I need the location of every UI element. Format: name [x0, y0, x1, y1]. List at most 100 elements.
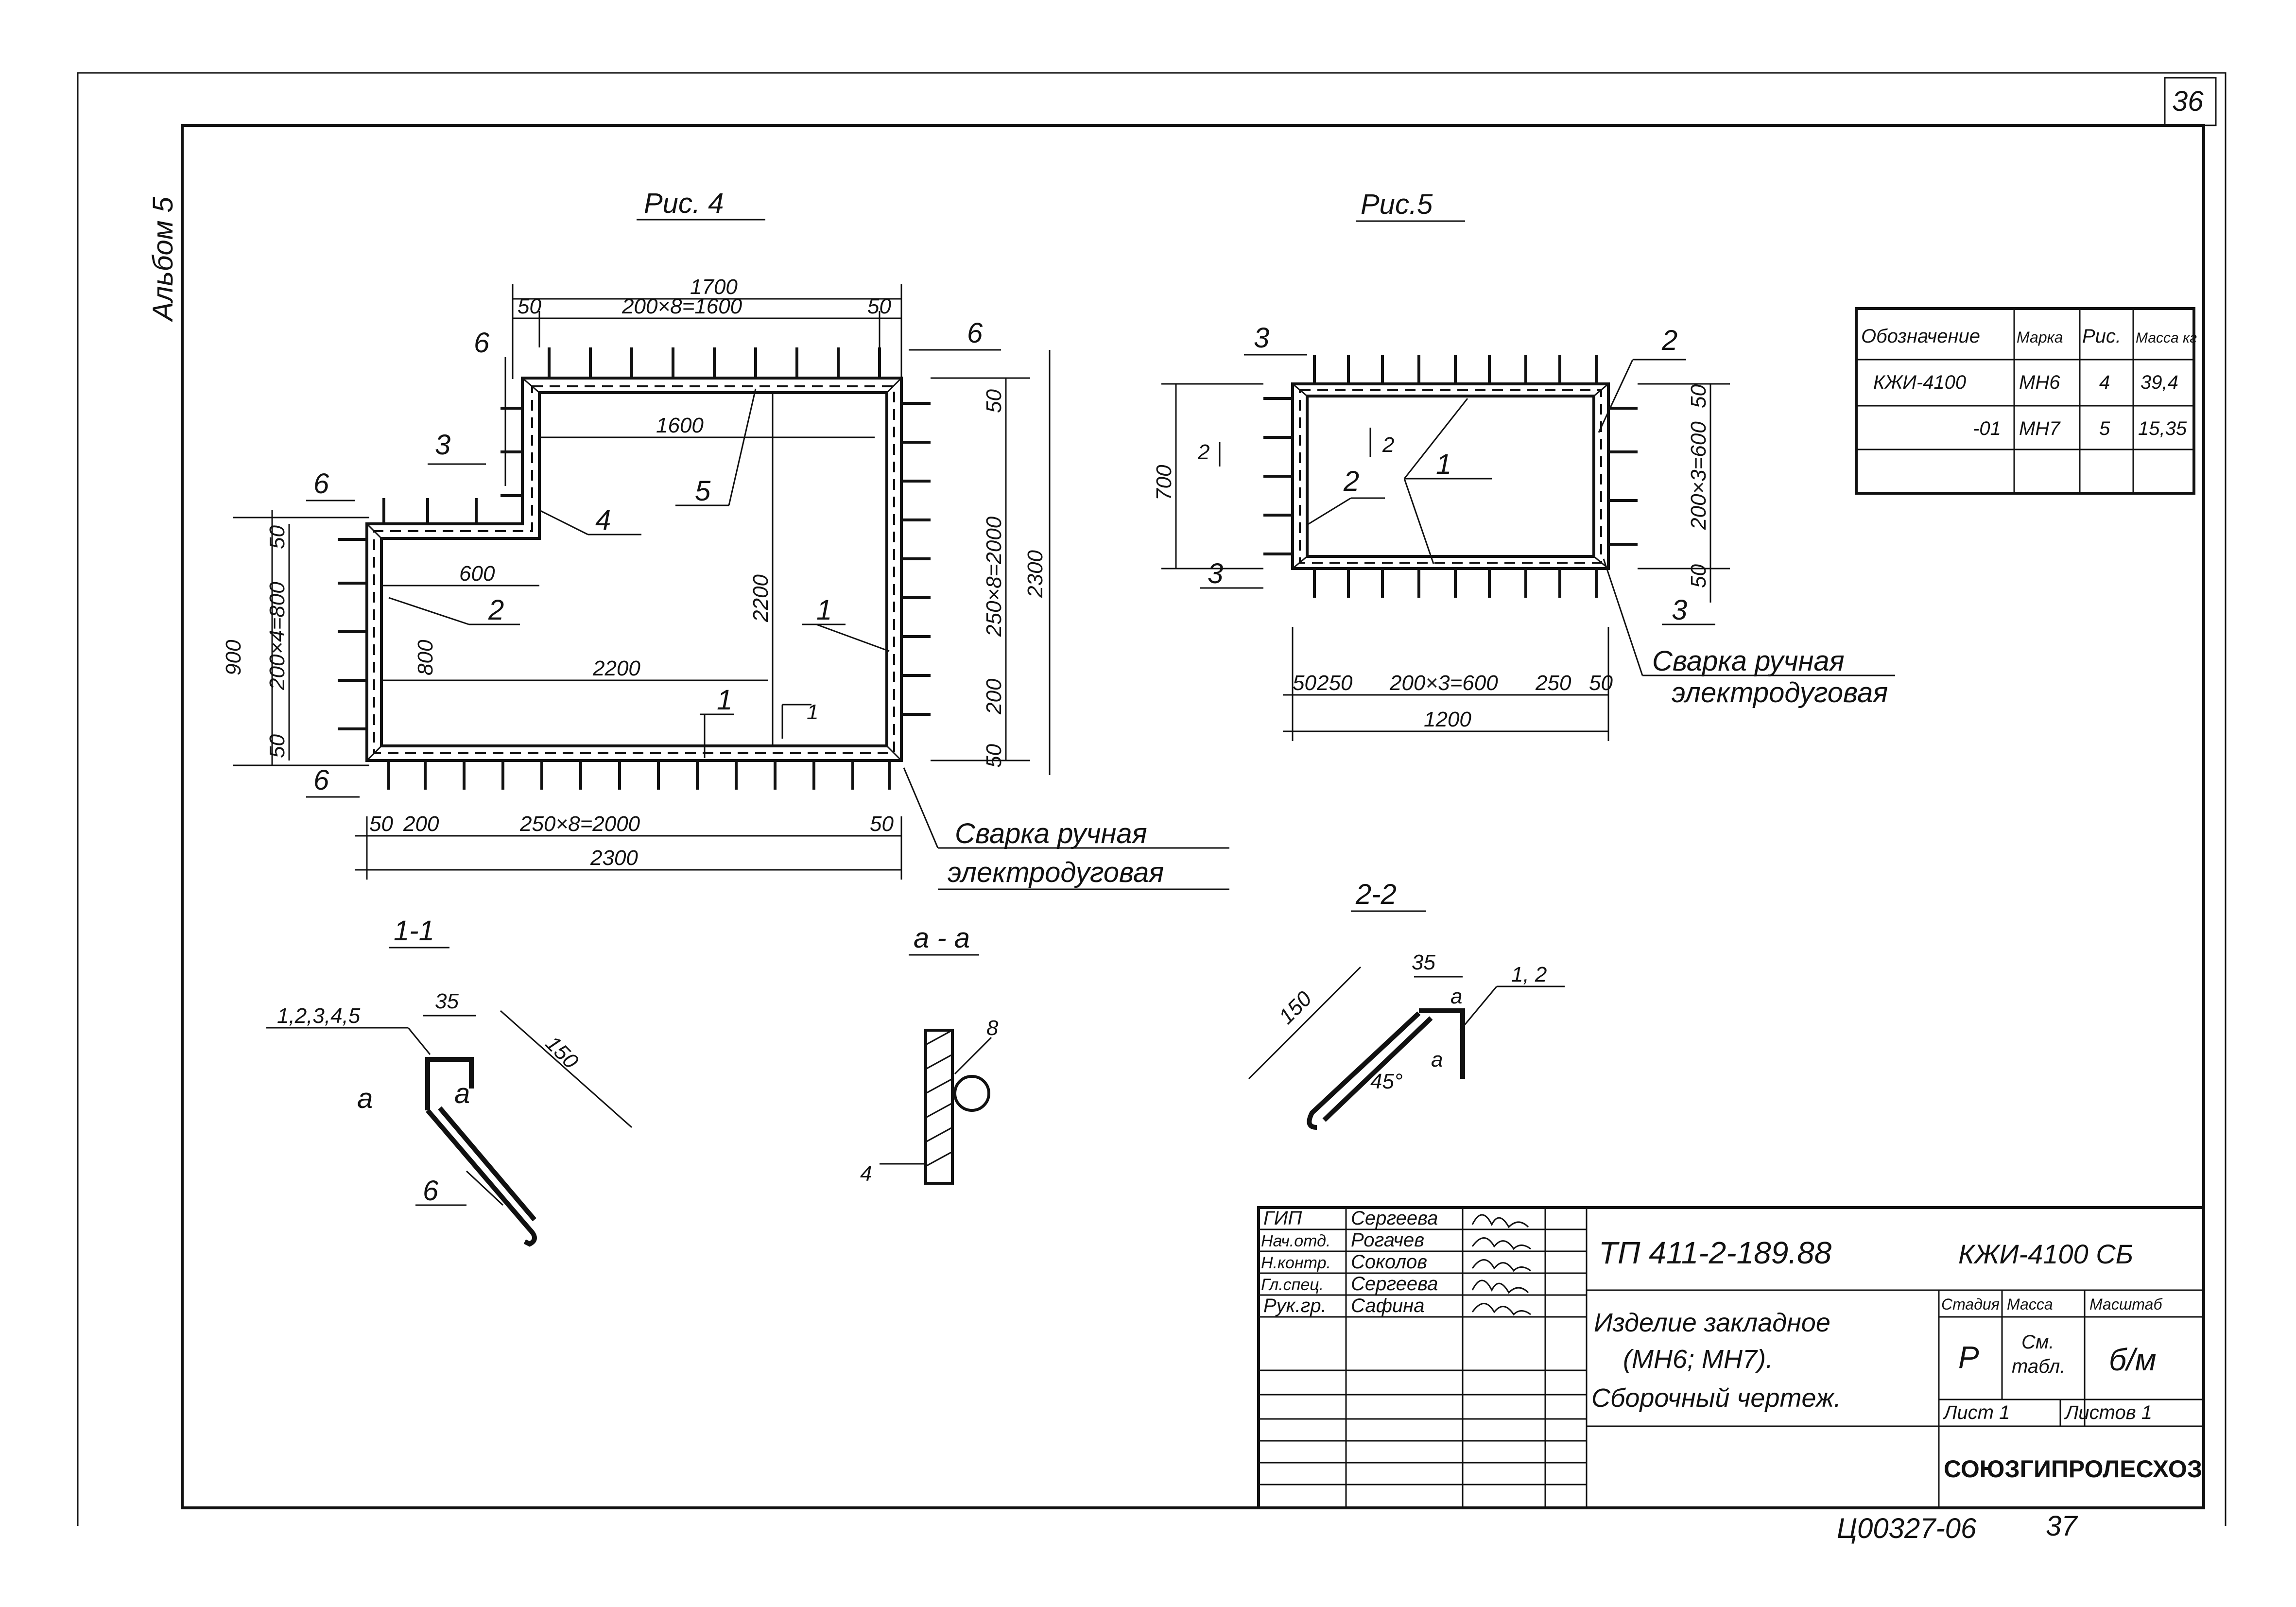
- fig4-dim-bot-50: 50: [369, 812, 393, 836]
- fig5-dim-bot-250: 250: [1316, 671, 1353, 695]
- fig5-dim-right-50-top: 50: [1687, 384, 1710, 408]
- fig5-mark-3-tl: 3: [1254, 322, 1269, 354]
- s11-title: 1-1: [394, 915, 434, 947]
- fig4-callout-5: 5: [695, 475, 711, 507]
- s22-150: 150: [1274, 986, 1316, 1029]
- fig4-dim-right-50-top: 50: [982, 389, 1006, 413]
- fig4-weld-line2: электродуговая: [948, 857, 1164, 888]
- s11-a2: а: [454, 1078, 470, 1109]
- saa-8: 8: [986, 1016, 999, 1040]
- fig4-dim-bot-total: 2300: [590, 846, 638, 870]
- fig4-dim-right-total: 2300: [1023, 550, 1047, 598]
- s11-a1: а: [357, 1083, 373, 1114]
- fig4-section-mark: 1: [807, 700, 818, 724]
- signatures: [1471, 1214, 1531, 1316]
- fig4-mark-6-left: 6: [313, 468, 329, 500]
- fig4-dim-right-sub: 250×8=2000: [982, 516, 1006, 637]
- spec-row2-fig: 5: [2099, 418, 2110, 439]
- fig4-inner-frame: [380, 391, 888, 747]
- spec-row2-mark: МН7: [2019, 418, 2061, 439]
- fig4-dim-left-sub: 200×4=800: [265, 582, 289, 691]
- spec-header-designation: Обозначение: [1861, 326, 1980, 347]
- fig5-dim-right-50-bottom: 50: [1687, 564, 1710, 588]
- saa-4: 4: [860, 1162, 872, 1186]
- tb-org: СОЮЗГИПРОЛЕСХОЗ: [1944, 1455, 2202, 1483]
- fig4-dim-left-50-bottom: 50: [265, 734, 289, 758]
- figure-4: Рис. 4: [222, 188, 1229, 890]
- page-number: 36: [2172, 86, 2204, 117]
- fig4-dim-inner-800: 800: [414, 639, 437, 675]
- fig4-callout-1b: 1: [717, 684, 732, 716]
- fig4-dim-right-50-bottom: 50: [982, 744, 1006, 768]
- fig4-mark-6-bottom-left: 6: [313, 764, 329, 796]
- tb-scale-label: Масштаб: [2089, 1296, 2162, 1313]
- fig4-dim-left-50-top: 50: [265, 525, 289, 549]
- spec-header-fig: Рис.: [2082, 326, 2121, 347]
- fig4-dim-inner-2200-v: 2200: [749, 574, 773, 622]
- fig5-dim-bot-50: 50: [1293, 671, 1316, 695]
- fig5-dim-bot-250-right: 250: [1535, 671, 1571, 695]
- fig4-mark-6-top-left: 6: [474, 327, 490, 359]
- tb-title-line1: Изделие закладное: [1594, 1308, 1830, 1337]
- fig4-dim-inner-600: 600: [459, 562, 495, 586]
- tb-name-4: Сергеева: [1351, 1273, 1438, 1295]
- s22-a2: а: [1431, 1048, 1443, 1071]
- fig5-anchors: [1263, 355, 1638, 598]
- fig4-dim-right-200: 200: [982, 678, 1006, 715]
- saa-title: а - а: [914, 922, 970, 954]
- s22-1-2: 1, 2: [1511, 963, 1547, 986]
- fig4-dim-top-sub: 200×8=1600: [621, 294, 742, 318]
- spec-table: Обозначение Марка Рис. Масса кг КЖИ-4100…: [1855, 307, 2197, 495]
- bottom-code: Ц00327-06: [1837, 1513, 1977, 1544]
- section-2-2: 2-2 150 35 1, 2 45° а а: [1248, 879, 1565, 1130]
- tb-mass-value-1: См.: [2021, 1331, 2054, 1353]
- tb-scale-value: б/м: [2109, 1342, 2157, 1377]
- tb-sheet-label: Лист 1: [1942, 1402, 2010, 1423]
- fig4-weld-line1: Сварка ручная: [955, 818, 1147, 849]
- s11-labels: 1,2,3,4,5: [277, 1004, 361, 1028]
- fig4-dim-top-left-50: 50: [518, 294, 541, 318]
- section-a-a: а - а 8 4: [860, 922, 999, 1186]
- spec-header-mark: Марка: [2017, 328, 2063, 346]
- tb-stage-value: Р: [1958, 1340, 1979, 1375]
- fig5-section-2b: 2: [1382, 433, 1394, 457]
- fig4-mark-3: 3: [435, 429, 450, 461]
- fig5-weld-line1: Сварка ручная: [1652, 645, 1845, 677]
- s22-title: 2-2: [1355, 879, 1397, 910]
- title-block: ГИП Нач.отд. Н.контр. Гл.спец. Рук.гр. С…: [1257, 1206, 2205, 1509]
- tb-stage-label: Стадия: [1941, 1296, 2000, 1313]
- spec-row1-designation: КЖИ-4100: [1873, 372, 1966, 393]
- spec-row2-designation: -01: [1973, 418, 2001, 439]
- fig4-dim-bot-sub: 250×8=2000: [519, 812, 640, 836]
- tb-name-1: Сергеева: [1351, 1208, 1438, 1229]
- tb-mass-label: Масса: [2007, 1296, 2053, 1313]
- spec-row2-mass: 15,35: [2138, 418, 2187, 439]
- tb-role-3: Н.контр.: [1261, 1254, 1331, 1272]
- fig5-mark-3-br: 3: [1672, 594, 1687, 626]
- fig4-dim-inner-2200-h: 2200: [592, 657, 640, 680]
- tb-mass-value-2: табл.: [2012, 1356, 2065, 1377]
- fig5-inner-frame: [1306, 395, 1595, 558]
- fig5-dim-bot-total: 1200: [1424, 708, 1471, 731]
- fig5-dim-bot-50-right: 50: [1589, 671, 1613, 695]
- fig5-title: Рис.5: [1361, 189, 1433, 220]
- fig4-dim-top-right-50: 50: [867, 294, 891, 318]
- fig5-dim-bot-sub: 200×3=600: [1389, 671, 1498, 695]
- fig5-section-2a: 2: [1197, 440, 1209, 464]
- fig5-callout-2-top: 2: [1661, 325, 1677, 356]
- fig4-callout-4: 4: [595, 504, 611, 536]
- fig5-weld-line2: электродуговая: [1672, 677, 1888, 708]
- s11-6: 6: [423, 1175, 439, 1207]
- fig4-dim-bot-200: 200: [403, 812, 439, 836]
- section-1-1: 1-1 1,2,3,4,5 35 150 а а 6: [266, 915, 632, 1247]
- fig5-dim-right-sub: 200×3=600: [1687, 421, 1710, 530]
- tb-doc-code: ТП 411-2-189.88: [1599, 1235, 1832, 1270]
- tb-part-code: КЖИ-4100 СБ: [1958, 1239, 2133, 1269]
- fig5-callout-1: 1: [1436, 449, 1451, 480]
- fig4-title: Рис. 4: [644, 188, 724, 219]
- tb-role-4: Гл.спец.: [1261, 1276, 1324, 1294]
- figure-5: Рис.5: [1152, 189, 1895, 741]
- album-label: Альбом 5: [147, 196, 179, 322]
- tb-name-5: Сафина: [1351, 1295, 1425, 1316]
